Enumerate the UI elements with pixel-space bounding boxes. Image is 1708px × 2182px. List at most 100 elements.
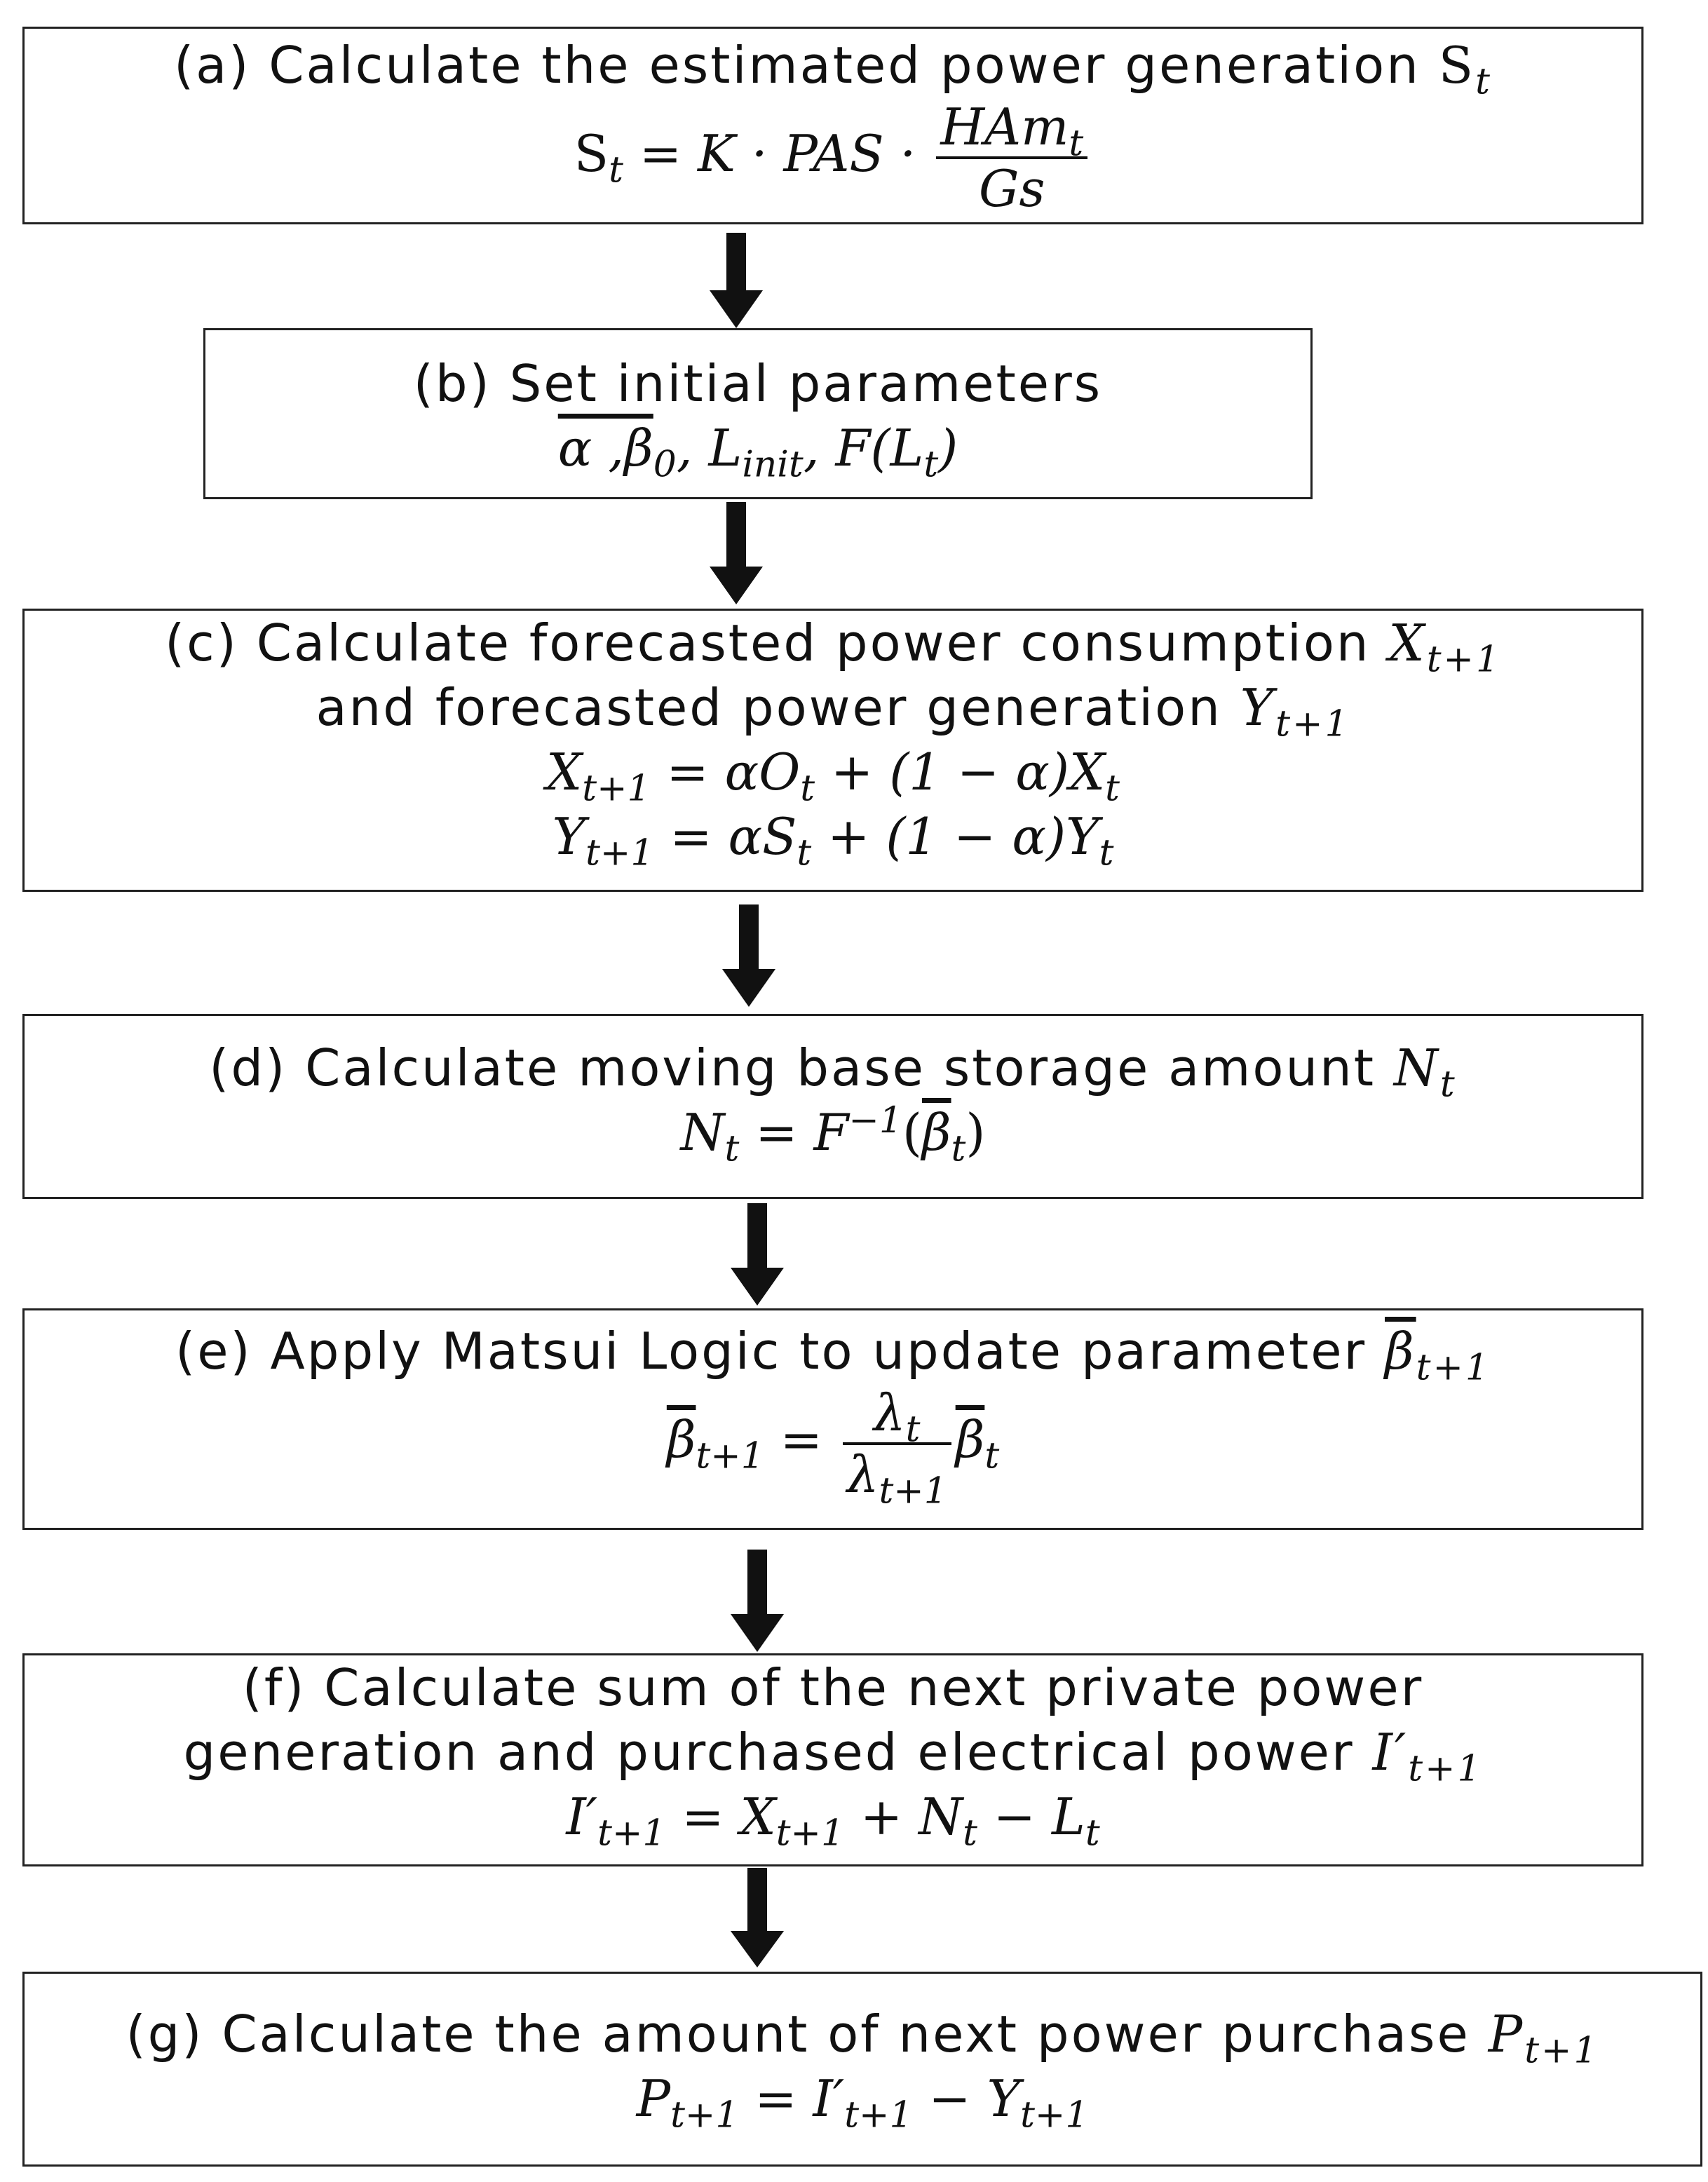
step-d-eq-close-paren: ) bbox=[965, 1103, 986, 1162]
arrow-icon bbox=[722, 904, 775, 1007]
step-c-title-line2: and forecasted power generation Yt+1 bbox=[25, 675, 1641, 742]
step-e-title: (e) Apply Matsui Logic to update paramet… bbox=[25, 1319, 1641, 1385]
step-d-eq-lhs-sub: t bbox=[724, 1127, 740, 1170]
step-c-eq2-mid-sub: t bbox=[797, 832, 812, 874]
step-f-eq-p3: − L bbox=[993, 1787, 1085, 1846]
step-e-eq-num-text: λ bbox=[874, 1383, 906, 1442]
step-c-title-line1-sub: t+1 bbox=[1426, 638, 1501, 681]
step-c-eq1-mid-sub: t bbox=[800, 767, 815, 810]
step-f-eq-p2-sub: t bbox=[963, 1812, 977, 1855]
arrow-d-e bbox=[729, 1203, 785, 1308]
step-e-eq-tail-sub: t bbox=[984, 1435, 1000, 1477]
step-e-eq-fraction: λt λt+1 bbox=[842, 1383, 951, 1509]
step-b-eq-alpha-beta: α ,β bbox=[557, 419, 653, 477]
step-c-eq2-lhs-sub: t+1 bbox=[585, 832, 654, 874]
step-g-title-text: (g) Calculate the amount of next power p… bbox=[126, 2005, 1470, 2064]
step-b-eq-F-sub: t bbox=[923, 443, 939, 486]
step-d-eq-arg: β bbox=[921, 1103, 951, 1162]
step-f-title-line2-sub: t+1 bbox=[1408, 1747, 1483, 1790]
step-b-eq-L: , L bbox=[676, 419, 743, 477]
step-g-eq-lhs: P bbox=[636, 2069, 671, 2128]
step-d-title-var: N bbox=[1393, 1038, 1440, 1097]
arrow-icon bbox=[710, 502, 763, 604]
step-a-eq-lhs-sub: t bbox=[609, 149, 623, 191]
step-e-eq-sign: = bbox=[780, 1410, 822, 1469]
step-a-equation: St = K · PAS · HAmt Gs bbox=[25, 97, 1641, 218]
step-b-equation: α ,β0, Linit, F(Lt) bbox=[205, 416, 1310, 482]
step-a-eq-fraction: HAmt Gs bbox=[936, 97, 1088, 218]
step-e-eq-num-sub: t bbox=[905, 1408, 921, 1451]
step-e-eq-denominator: λt+1 bbox=[843, 1445, 951, 1509]
step-g-equation: Pt+1 = I′t+1 − Yt+1 bbox=[25, 2066, 1700, 2133]
step-g-eq-p2-sub: t+1 bbox=[1020, 2094, 1089, 2136]
step-g-eq-p2: − Y bbox=[928, 2069, 1021, 2128]
step-c-equation-2: Yt+1 = αSt + (1 − α)Yt bbox=[25, 804, 1641, 871]
step-g-box: (g) Calculate the amount of next power p… bbox=[22, 1972, 1702, 2167]
step-d-eq-open-paren: ( bbox=[902, 1103, 922, 1162]
step-f-title-line2-text: generation and purchased electrical powe… bbox=[183, 1723, 1355, 1782]
arrow-f-g bbox=[729, 1868, 785, 1973]
step-f-eq-lhs-sub: t+1 bbox=[597, 1812, 666, 1855]
step-b-eq-beta-sub: 0 bbox=[653, 443, 677, 486]
arrow-c-d bbox=[721, 904, 777, 1010]
step-b-box: (b) Set initial parameters α ,β0, Linit,… bbox=[203, 328, 1313, 499]
step-c-eq2-tail-sub: t bbox=[1099, 832, 1114, 874]
arrow-a-b bbox=[708, 233, 764, 330]
step-g-eq-lhs-sub: t+1 bbox=[670, 2094, 739, 2136]
step-c-eq2-lhs: Y bbox=[552, 807, 586, 866]
step-c-title-line1-var: X bbox=[1388, 614, 1427, 672]
arrow-icon bbox=[710, 233, 763, 328]
step-e-eq-lhs-sub: t+1 bbox=[696, 1435, 764, 1477]
step-d-title-var-sub: t bbox=[1439, 1063, 1457, 1106]
step-c-equation-1: Xt+1 = αOt + (1 − α)Xt bbox=[25, 740, 1641, 806]
step-f-eq-p2: + N bbox=[860, 1787, 963, 1846]
step-f-eq-p1-sub: t+1 bbox=[775, 1812, 844, 1855]
step-f-title-line2-var: I′ bbox=[1372, 1723, 1409, 1782]
arrow-icon bbox=[731, 1203, 784, 1306]
step-c-title-line2-var: Y bbox=[1240, 678, 1276, 737]
step-a-title-text: (a) Calculate the estimated power genera… bbox=[174, 36, 1421, 95]
arrow-e-f bbox=[729, 1550, 785, 1655]
step-a-eq-numerator: HAmt bbox=[936, 97, 1088, 161]
step-c-eq1-mid: = αO bbox=[666, 743, 801, 801]
step-a-box: (a) Calculate the estimated power genera… bbox=[22, 27, 1643, 224]
step-e-eq-den-text: λ bbox=[846, 1445, 879, 1504]
arrow-icon bbox=[731, 1550, 784, 1652]
step-c-eq2-tail: + (1 − α)Y bbox=[827, 807, 1099, 866]
step-c-title-line1: (c) Calculate forecasted power consumpti… bbox=[25, 611, 1641, 677]
step-d-title: (d) Calculate moving base storage amount… bbox=[25, 1036, 1641, 1102]
step-e-eq-den-sub: t+1 bbox=[879, 1470, 947, 1512]
step-d-eq-sup: −1 bbox=[848, 1099, 902, 1141]
step-e-eq-tail: β bbox=[955, 1410, 985, 1469]
step-e-title-var: β bbox=[1385, 1322, 1416, 1381]
step-a-title-var-sub: t bbox=[1475, 60, 1492, 103]
step-c-eq1-tail-sub: t bbox=[1105, 767, 1120, 810]
step-e-title-text: (e) Apply Matsui Logic to update paramet… bbox=[175, 1322, 1367, 1381]
step-c-title-line2-text: and forecasted power generation bbox=[316, 678, 1222, 737]
step-b-eq-L-sub: init bbox=[742, 443, 804, 486]
step-g-eq-p1: = I′ bbox=[754, 2069, 845, 2128]
arrow-icon bbox=[731, 1868, 784, 1967]
step-b-eq-F: , F(L bbox=[803, 419, 924, 477]
step-a-title-var: S bbox=[1438, 36, 1476, 95]
step-a-eq-rhs: = K · PAS · bbox=[639, 124, 916, 183]
step-a-eq-num-sub: t bbox=[1069, 122, 1084, 165]
step-f-eq-lhs: I′ bbox=[566, 1787, 598, 1846]
step-d-eq-lhs: N bbox=[680, 1103, 725, 1162]
step-c-eq1-tail: + (1 − α)X bbox=[830, 743, 1106, 801]
step-d-eq-rhs: = F bbox=[755, 1103, 849, 1162]
step-g-title: (g) Calculate the amount of next power p… bbox=[25, 2002, 1700, 2068]
step-c-box: (c) Calculate forecasted power consumpti… bbox=[22, 609, 1643, 892]
step-e-box: (e) Apply Matsui Logic to update paramet… bbox=[22, 1308, 1643, 1530]
step-a-title: (a) Calculate the estimated power genera… bbox=[25, 33, 1641, 100]
step-b-title: (b) Set initial parameters bbox=[413, 354, 1103, 413]
step-c-title-line1-text: (c) Calculate forecasted power consumpti… bbox=[165, 614, 1371, 672]
step-g-eq-p1-sub: t+1 bbox=[844, 2094, 913, 2136]
step-d-eq-arg-sub: t bbox=[951, 1127, 966, 1170]
step-e-title-var-sub: t+1 bbox=[1416, 1346, 1491, 1389]
step-f-equation: I′t+1 = Xt+1 + Nt − Lt bbox=[25, 1784, 1641, 1851]
step-c-eq1-lhs-sub: t+1 bbox=[582, 767, 651, 810]
step-c-title-line2-sub: t+1 bbox=[1275, 703, 1350, 745]
step-g-title-var-sub: t+1 bbox=[1524, 2029, 1599, 2072]
step-f-title-line2: generation and purchased electrical powe… bbox=[25, 1720, 1641, 1787]
